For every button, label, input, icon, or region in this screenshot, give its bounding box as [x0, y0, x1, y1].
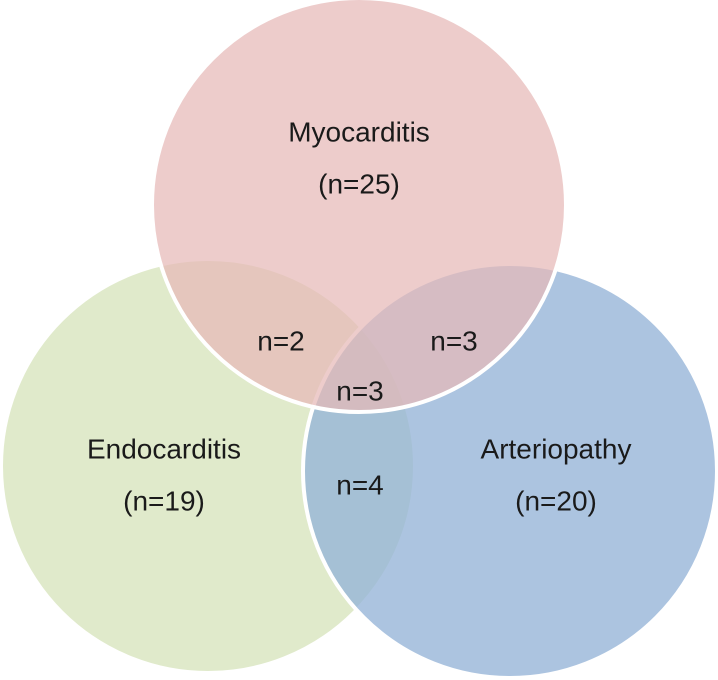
overlap-myocarditis-arteriopathy: n=3	[430, 325, 478, 356]
endocarditis-count: (n=19)	[123, 485, 205, 516]
overlap-endocarditis-arteriopathy: n=4	[336, 469, 384, 500]
arteriopathy-label: Arteriopathy	[481, 433, 632, 464]
endocarditis-label: Endocarditis	[87, 433, 241, 464]
myocarditis-label: Myocarditis	[288, 116, 430, 147]
myocarditis-count: (n=25)	[318, 168, 400, 199]
arteriopathy-count: (n=20)	[515, 485, 597, 516]
myocarditis-circle	[150, 0, 568, 414]
overlap-all-three: n=3	[336, 375, 384, 406]
overlap-myocarditis-endocarditis: n=2	[257, 325, 305, 356]
